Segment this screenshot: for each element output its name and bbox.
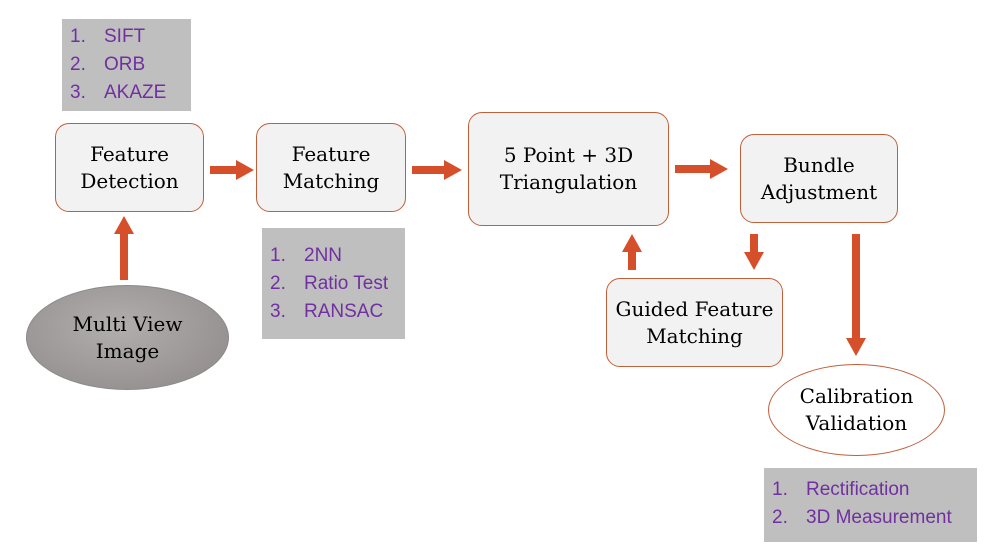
node-label: 5 Point + 3D Triangulation: [499, 143, 638, 194]
node-label: Multi View Image: [72, 311, 183, 363]
node-label: Guided Feature Matching: [615, 296, 774, 348]
node-label: Calibration Validation: [799, 384, 914, 435]
bundle-adjustment-node: Bundle Adjustment: [740, 134, 898, 223]
arrow-image-to-detection: [114, 216, 134, 280]
list-item: 2.Ratio Test: [270, 273, 389, 294]
node-label: Feature Detection: [80, 141, 179, 193]
list-item: 1.Rectification: [772, 479, 910, 500]
list-item: 1.SIFT: [70, 26, 146, 47]
list-item: 3.RANSAC: [270, 301, 384, 322]
matching-list: 1.2NN 2.Ratio Test 3.RANSAC: [262, 228, 405, 339]
detector-list: 1.SIFT 2.ORB 3.AKAZE: [62, 19, 191, 111]
list-item: 1.2NN: [270, 245, 343, 266]
calibration-validation-node: Calibration Validation: [768, 364, 945, 456]
arrow-bundle-to-guided: [744, 234, 764, 270]
list-item: 2.ORB: [70, 54, 146, 75]
node-label: Bundle Adjustment: [760, 152, 878, 204]
multi-view-image-node: Multi View Image: [26, 285, 229, 390]
arrow-guided-to-triangulation: [622, 234, 642, 270]
list-item: 2.3D Measurement: [772, 507, 952, 528]
feature-matching-node: Feature Matching: [256, 123, 406, 212]
arrow-matching-to-triangulation: [412, 160, 462, 180]
triangulation-node: 5 Point + 3D Triangulation: [468, 112, 669, 226]
guided-feature-matching-node: Guided Feature Matching: [606, 278, 783, 367]
arrow-triangulation-to-bundle: [675, 159, 728, 179]
arrow-detection-to-matching: [210, 160, 254, 180]
validation-list: 1.Rectification 2.3D Measurement: [764, 468, 977, 542]
arrow-bundle-to-calibration: [846, 234, 866, 356]
list-item: 3.AKAZE: [70, 82, 167, 103]
node-label: Feature Matching: [282, 141, 380, 193]
feature-detection-node: Feature Detection: [55, 123, 204, 212]
